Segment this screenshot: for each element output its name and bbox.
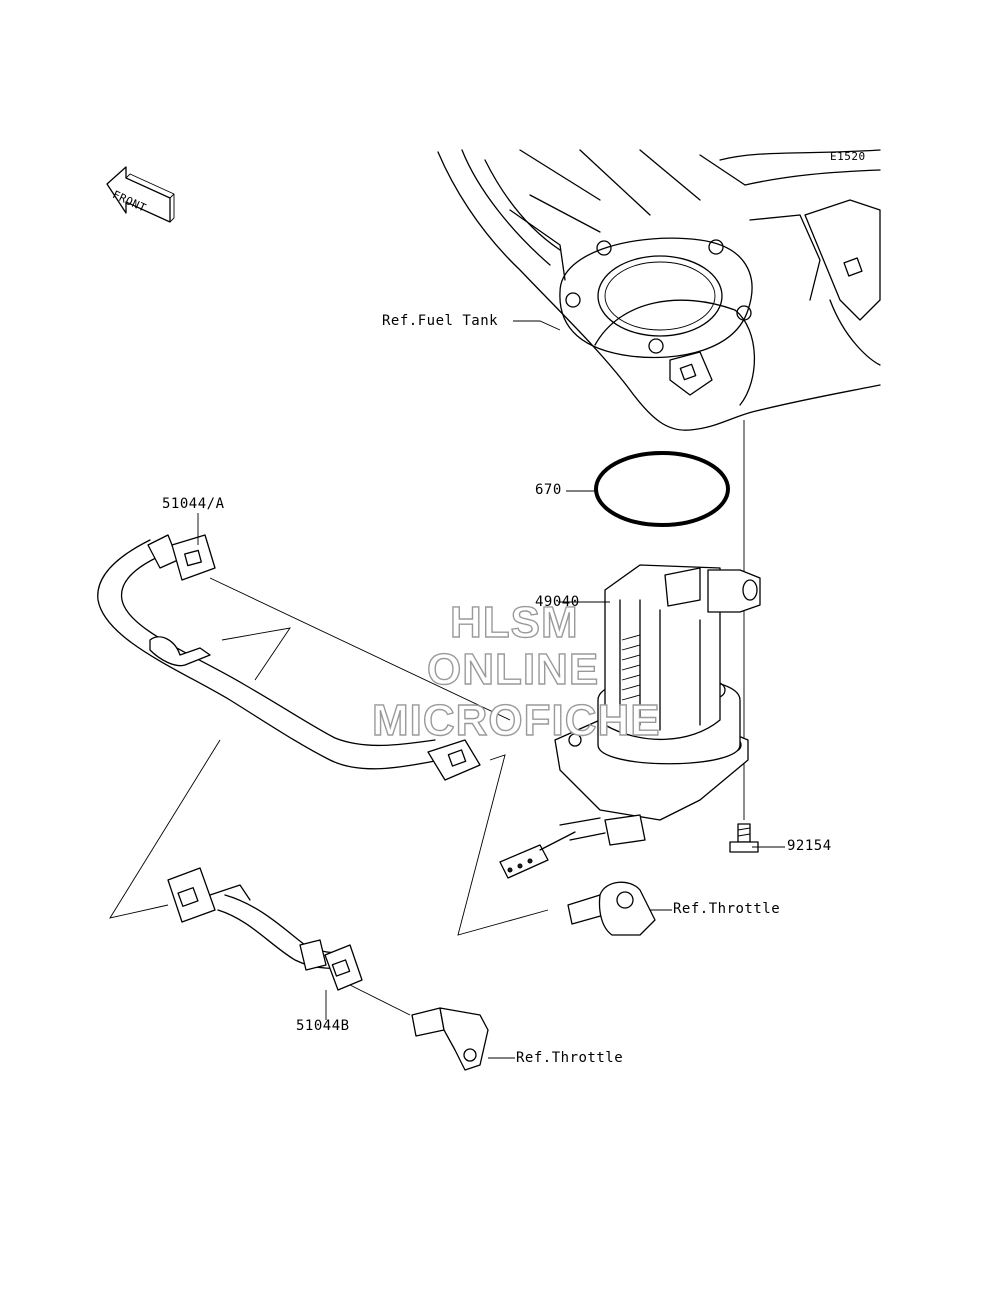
assembly-guide <box>457 754 549 936</box>
callout-fuel-tank: Ref.Fuel Tank <box>382 313 499 329</box>
leader-fuel-tank <box>513 320 561 331</box>
fuel-pump-drawing <box>499 564 761 879</box>
callout-hose-b: 51044B <box>296 1018 350 1034</box>
callout-throttle-1: Ref.Throttle <box>673 901 781 917</box>
diagram-code: E1520 <box>830 150 866 163</box>
assembly-guide <box>349 984 411 1016</box>
watermark-line3: MICROFICHE <box>371 695 661 745</box>
watermark-line1: HLSM <box>449 597 579 647</box>
callout-pump: 49040 <box>535 594 580 610</box>
hose-a-drawing <box>97 534 481 781</box>
fuel-tank-drawing <box>437 149 881 431</box>
callout-hose-a: 51044/A <box>162 496 225 512</box>
assembly-guide <box>209 577 511 721</box>
callout-throttle-2: Ref.Throttle <box>516 1050 624 1066</box>
o-ring-drawing <box>594 451 730 527</box>
callout-bolt: 92154 <box>787 838 832 854</box>
callout-o-ring: 670 <box>535 482 562 498</box>
assembly-guide <box>109 739 221 919</box>
front-arrow-icon <box>106 166 175 223</box>
throttle-ref-2-drawing <box>411 1007 489 1071</box>
assembly-guide <box>221 627 291 681</box>
watermark-line2: ONLINE <box>426 644 600 694</box>
throttle-ref-1-drawing <box>567 881 656 936</box>
bolt-drawing <box>729 823 759 853</box>
hose-b-drawing <box>167 867 363 991</box>
